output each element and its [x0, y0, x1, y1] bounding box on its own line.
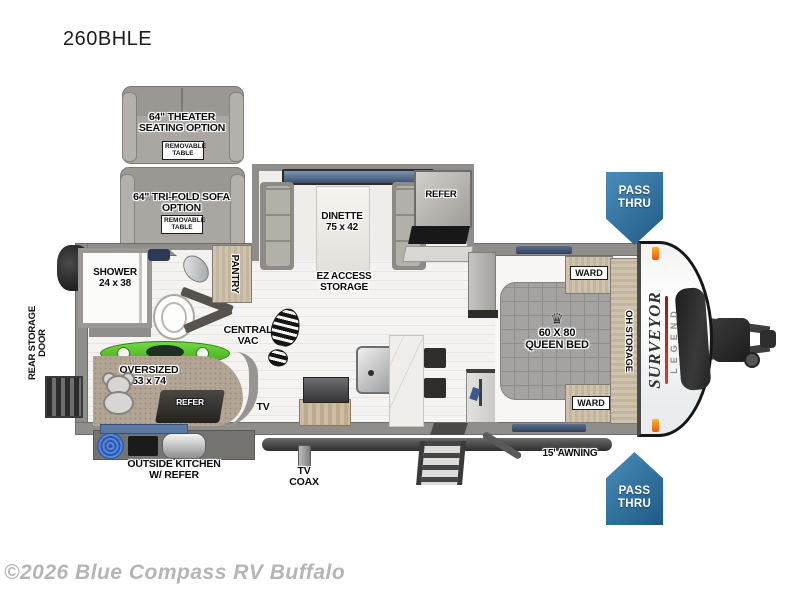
jack-wheel: [744, 352, 760, 368]
theater-removable-table-tag: REMOVABLE TABLE: [162, 141, 206, 160]
tv-coax-label: TV COAX: [289, 465, 319, 489]
bunk-refer-label: REFER: [176, 397, 204, 407]
bedroom-window-bottom: [512, 424, 586, 432]
outside-refer-box: [128, 436, 158, 456]
bunk-curve-wall: [218, 352, 258, 428]
queen-bed: [500, 282, 614, 400]
pass-thru-banner-bottom: PASS THRU: [606, 452, 663, 525]
rear-rack: [45, 376, 83, 418]
theater-sofa-arm-left: [122, 92, 137, 162]
central-vac-label: CENTRAL VAC: [223, 324, 273, 348]
entry-door-handle: [479, 379, 482, 406]
theater-sofa-arm-right: [229, 92, 244, 162]
kayak-cockpit: [146, 345, 184, 359]
pass-thru-top-label: PASS THRU: [617, 185, 652, 210]
marker-light-top: [652, 247, 659, 260]
brand-primary: SURVEYOR: [645, 291, 664, 389]
refer-counter-dark: [408, 226, 470, 244]
dinette-table: [316, 186, 370, 272]
page-title: 260BHLE: [63, 28, 153, 50]
dinette-bench-left-cushion: [266, 186, 290, 266]
toiletries: [148, 249, 170, 261]
hitch-coupler: [760, 330, 776, 348]
refer-counter-light: [402, 246, 474, 262]
kitchen-counter-marble: [389, 335, 424, 427]
bootprint-heel: [266, 347, 290, 369]
trifold-sofa-label: 64" TRI-FOLD SOFA OPTION: [133, 191, 230, 215]
cooktop-burner-2: [424, 378, 446, 398]
shower-glass: [139, 253, 142, 323]
oversized-bunk-label: OVERSIZED 53 x 74: [119, 364, 179, 388]
kitchen-faucet: [368, 370, 374, 376]
bootprint-sole: [267, 305, 304, 350]
ward-top-tag: WARD: [570, 266, 608, 281]
queen-bed-label: 60 X 80 QUEEN BED: [525, 327, 589, 351]
awning-label: 15' AWNING: [542, 448, 598, 459]
ward-bottom-tag: WARD: [572, 396, 610, 411]
tv-stand: [299, 399, 351, 426]
pantry-cabinet: [212, 245, 252, 303]
marker-light-bottom: [652, 419, 659, 432]
crown-icon: ♛: [550, 311, 564, 328]
bath-wall-bottom: [89, 328, 151, 337]
trifold-removable-table-tag: REMOVABLE TABLE: [161, 215, 205, 234]
teddy-bear-icon: [100, 372, 135, 415]
brand-secondary: LEGEND: [669, 306, 679, 374]
cooktop-burner-1: [424, 348, 446, 368]
theater-sofa-label: 64" THEATER SEATING OPTION: [138, 111, 226, 135]
shower-label: SHOWER 24 x 38: [93, 267, 137, 289]
pass-thru-banner-top: PASS THRU: [606, 172, 663, 245]
bedroom-closet: [468, 252, 496, 314]
tv-label: TV: [256, 401, 270, 413]
brand-logo: SURVEYOR LEGEND: [645, 278, 691, 402]
dealer-watermark: ©2026 Blue Compass RV Buffalo: [4, 561, 346, 584]
outside-griddle: [162, 433, 206, 459]
refrigerator: [414, 170, 472, 228]
entry-steps: [416, 441, 466, 485]
rear-storage-door-label: REAR STORAGE DOOR: [27, 306, 49, 380]
dinette-label: DINETTE 75 x 42: [321, 211, 363, 233]
theater-sofa-split: [181, 88, 183, 114]
outside-kitchen-label: OUTSIDE KITCHEN W/ REFER: [127, 458, 221, 482]
ez-access-storage-label: EZ ACCESS STORAGE: [316, 271, 372, 293]
pantry-label: PANTRY: [229, 254, 240, 294]
bunk-window-strip: [100, 424, 188, 434]
bedroom-closet-base: [468, 310, 498, 318]
toilet-seat: [161, 302, 187, 333]
entry-step-platform: [430, 423, 468, 435]
bedroom-window-top: [516, 246, 572, 254]
brand-underline: [665, 296, 668, 384]
trifold-sofa-option: [120, 167, 245, 254]
pass-thru-bottom-label: PASS THRU: [617, 485, 652, 510]
oh-storage-label: OH STORAGE: [623, 310, 634, 372]
refrigerator-label: REFER: [425, 189, 457, 200]
propane-cover: [712, 318, 750, 362]
teddy-body: [103, 391, 134, 415]
tv-screen: [303, 377, 349, 403]
tv-coax-connector: [298, 445, 311, 469]
